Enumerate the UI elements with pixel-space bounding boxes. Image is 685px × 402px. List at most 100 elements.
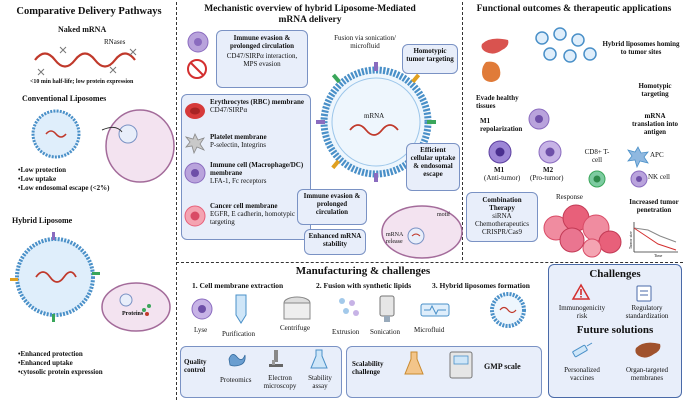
efficient-box: Efficient cellular uptake & endosomal es… (406, 143, 460, 191)
bottom-separator (176, 262, 683, 263)
homotypic-box: Homotypic tumor targeting (402, 44, 458, 74)
membrane-title: Erythrocytes (RBC) membrane (210, 98, 304, 106)
scal-box (346, 346, 542, 398)
mfg-step: 2. Fusion with synthetic lipids (316, 281, 412, 290)
warning-icon (571, 283, 591, 300)
membrane-cancer: Cancer cell membrane EGFR, E cadherin, h… (210, 202, 308, 226)
centrifuge-icon (283, 296, 311, 320)
immune-evasion-bottom-label: Immune evasion & prolonged circulation (303, 192, 361, 217)
penetration-label: Increased tumor penetration (629, 198, 679, 215)
membrane-title: Cancer cell membrane (210, 202, 278, 210)
apc-label: APC (650, 151, 664, 159)
tumor-size-graph (633, 222, 678, 253)
naked-mrna-strand (34, 46, 137, 76)
tumor-cluster (543, 204, 622, 258)
conventional-heading: Conventional Liposomes (22, 94, 107, 103)
left-separator (176, 2, 177, 400)
m2-label: M2 (543, 166, 554, 174)
membrane-sub: P-selectin, Integrins (210, 141, 266, 150)
mid-separator (462, 2, 463, 260)
qc-title: Quality control (184, 358, 207, 375)
stability-box: Enhanced mRNA stability (304, 229, 366, 255)
conventional-bullets: Low protection Low uptake Low endosomal … (18, 166, 128, 192)
sonication-icon (379, 295, 395, 322)
stability-label: Enhanced mRNA stability (308, 232, 362, 249)
liposome-cluster (535, 27, 597, 63)
gmp-machine-icon (449, 351, 473, 379)
immune-evasion-bottom-box: Immune evasion & prolonged circulation (297, 189, 367, 225)
membrane-sub: EGFR, E cadherin, homotypic targeting (210, 210, 295, 227)
m1-sub-label: (Anti-tumor) (484, 174, 521, 182)
mfg-item: Centrifuge (280, 324, 310, 332)
hybrid-liposome-small (490, 292, 526, 328)
efficient-label: Efficient cellular uptake & endosomal es… (410, 146, 456, 179)
membrane-title: Immune cell (Macrophage/DC) membrane (210, 161, 304, 178)
hybrid-liposome (10, 232, 100, 322)
mrna-release-label: mRNA release (386, 232, 404, 245)
conventional-bullet: Low endosomal escape (<2%) (18, 184, 128, 193)
m2-sub-label: (Pro-tumor) (530, 174, 564, 182)
hybrid-bullet: Enhanced uptake (18, 359, 174, 368)
conventional-liposome (31, 109, 81, 159)
m1-label: M1 (494, 166, 505, 174)
hybrid-liposome-large (316, 62, 436, 182)
mech-title: Mechanistic overview of hybrid Liposome-… (204, 4, 416, 25)
mfg-step: 3. Hybrid liposomes formation (432, 281, 530, 290)
naked-mrna-note: <10 min half-life; low protein expressio… (30, 79, 134, 85)
m1-macrophage (488, 140, 512, 164)
hybrid-bullets: Enhanced protection Enhanced uptake cyto… (18, 350, 174, 376)
qc-item: Stability assay (308, 374, 332, 391)
immune-evasion-top-box: Immune evasion & prolonged circulation C… (216, 30, 308, 88)
graph-x-label: Time (654, 253, 663, 258)
cd8-cell (588, 170, 606, 188)
membrane-platelet: Platelet membrane P-selectin, Integrins (210, 133, 308, 149)
kidney-icon (482, 61, 501, 82)
response-label: Response (556, 193, 583, 201)
membrane-immune: Immune cell (Macrophage/DC) membrane LFA… (210, 161, 308, 185)
solution-item: Personalized vaccines (564, 366, 600, 383)
naked-mrna-heading: Naked mRNA (58, 25, 107, 34)
immune-cell-icon (187, 31, 209, 53)
challenges-box (548, 264, 682, 398)
mfg-step: 1. Cell membrane extraction (192, 281, 284, 290)
clipboard-icon (636, 285, 652, 302)
evade-label: Evade healthy tissues (476, 94, 519, 111)
hybrid-bullet: Enhanced protection (18, 350, 174, 359)
extrusion-icon (339, 298, 359, 316)
membrane-title: Platelet membrane (210, 133, 267, 141)
combo-line: CRISPR/Cas9 (481, 228, 523, 237)
qc-item: Proteomics (220, 376, 252, 384)
motif-label: motif (437, 212, 450, 218)
challenge-item: Regulatory standardization (625, 304, 669, 321)
apc-cell (627, 146, 649, 169)
target-cell (381, 205, 463, 259)
bioreactor-flask-icon (404, 351, 424, 375)
purification-tube-icon (235, 294, 247, 324)
graph-y-label: Tumor size (627, 231, 633, 250)
conventional-cell (101, 109, 175, 183)
m1-repolarization-label: M1 repolarization (480, 117, 523, 134)
hybrid-heading: Hybrid Liposome (12, 216, 73, 225)
rbc-icon (185, 103, 205, 119)
membrane-rbc: Erythrocytes (RBC) membrane CD47/SIRPα (210, 98, 308, 114)
proteomics-icon (228, 354, 246, 367)
mfg-item: Lyse (194, 326, 208, 334)
future-title: Future solutions (576, 324, 654, 336)
organ-icon (635, 342, 661, 358)
hybrid-bullet: cytosolic protein expression (18, 368, 174, 377)
combo-title: Combination Therapy (482, 196, 522, 213)
conventional-bullet: Low uptake (18, 175, 128, 184)
mfg-item: Microfluid (414, 326, 445, 334)
homotypic-label: Homotypic tumor targeting (406, 47, 454, 64)
platelet-icon (184, 133, 206, 155)
homotypic-targeting-label: Homotypic targeting (638, 82, 672, 99)
challenge-item: Immunogenicity risk (558, 304, 606, 321)
combo-box: Combination Therapy siRNA Chemotherapeut… (466, 192, 538, 242)
qc-box (180, 346, 342, 398)
mfg-item: Extrusion (332, 328, 360, 336)
mfg-item: Sonication (370, 328, 400, 336)
microscope-icon (269, 350, 283, 367)
nk-cell (630, 170, 648, 188)
cancer-cell-icon (184, 205, 206, 227)
combo-line: Chemotherapeutics (474, 220, 530, 229)
